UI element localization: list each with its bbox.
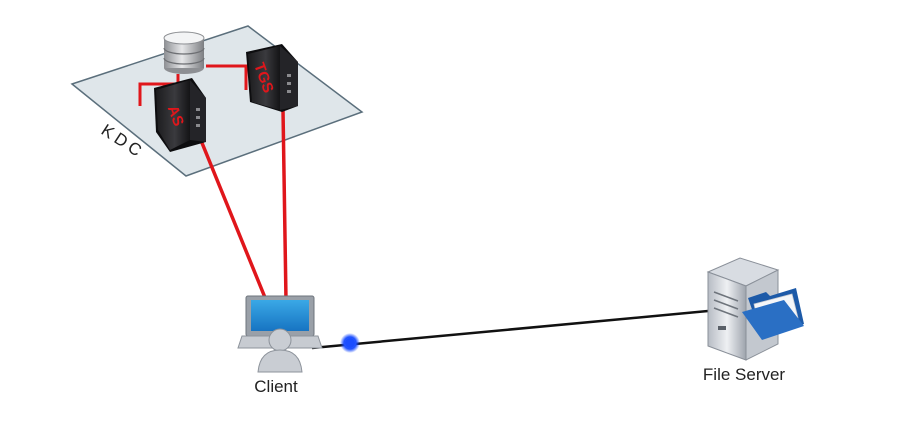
folder-icon [742,288,804,340]
as-server-icon: AS [154,78,206,152]
kdc-internal-link-as [138,74,180,106]
client-laptop-icon [237,295,323,349]
as-label: AS [164,103,187,128]
client-fileserver-link [311,309,709,350]
database-icon [163,31,205,74]
network-packet-core [345,338,355,348]
as-client-link [198,137,268,301]
kdc-platform [70,25,364,177]
client-user-icon [257,328,303,373]
tgs-server-icon: TGS [246,44,298,112]
file-server-label: File Server [703,365,786,384]
tgs-client-link [281,109,288,301]
client-label: Client [254,377,298,396]
file-server-icon [706,257,780,361]
kdc-internal-link-tgs [206,64,248,90]
